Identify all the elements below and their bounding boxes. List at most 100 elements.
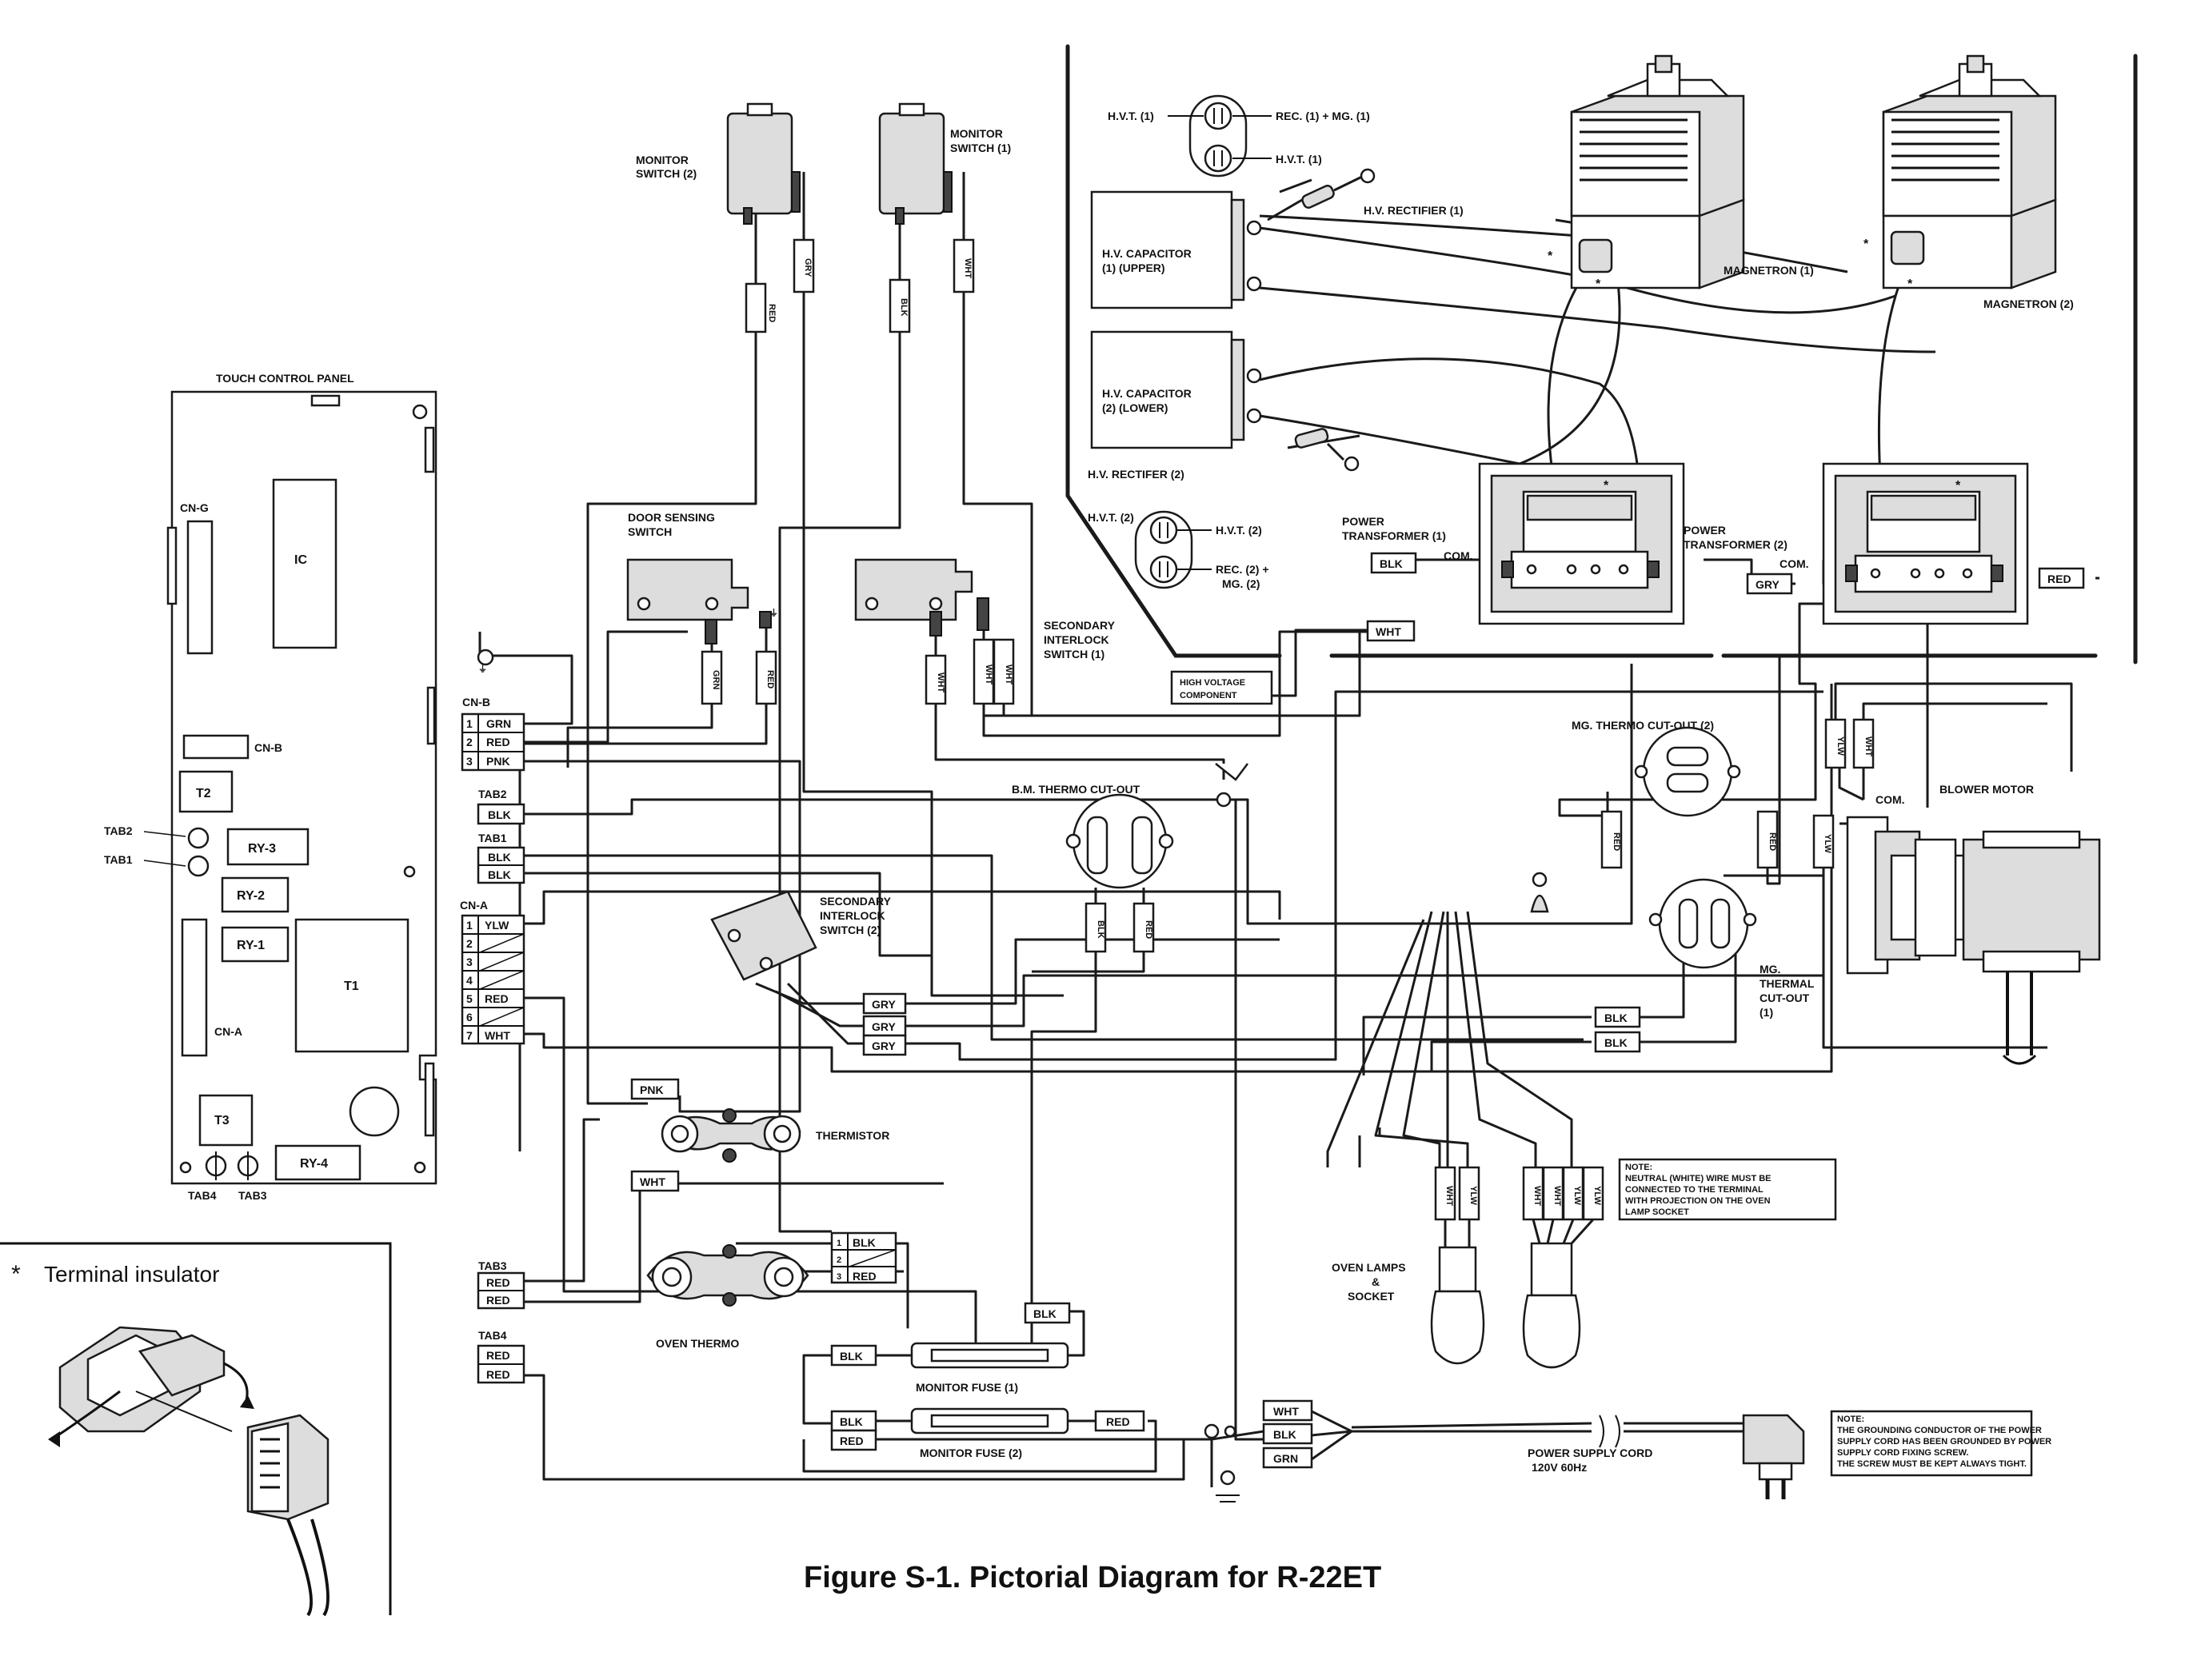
tag-red-ms2: RED — [767, 304, 777, 322]
bm-thermo-cutout: B.M. THERMO CUT-OUT — [1012, 763, 1248, 889]
note-lamp: NOTE: NEUTRAL (WHITE) WIRE MUST BE CONNE… — [1618, 1158, 1837, 1221]
t3-part — [198, 1094, 254, 1147]
ry4-label: RY-4 — [300, 1157, 328, 1171]
thermistor: THERMISTOR — [661, 1108, 889, 1163]
monitor-fuse-2: MONITOR FUSE (2) — [910, 1407, 1069, 1459]
power-transformer-1: POWER TRANSFORMER (1) COM. * — [1342, 462, 1685, 625]
ry3-label: RY-3 — [248, 842, 276, 856]
tab3-block: TAB3 RED RED — [477, 1259, 525, 1310]
oven-lamps-label-2: & — [1372, 1275, 1380, 1288]
monitor-switch-2-label-1: MONITOR — [636, 154, 689, 166]
tag-wht-si1: WHT — [936, 672, 945, 692]
note-ground-3: SUPPLY CORD HAS BEEN GROUNDED BY POWER — [1837, 1437, 2051, 1447]
tag-blk-fuse1: BLK — [840, 1350, 863, 1363]
tag-gry3: GRY — [872, 1040, 896, 1052]
tag-wht-cord: WHT — [1273, 1405, 1299, 1418]
ic-label: IC — [294, 553, 307, 567]
pt1-asterisk: * — [1604, 479, 1609, 493]
si2-label-1: SECONDARY — [820, 895, 892, 908]
tab4-wire-2: RED — [486, 1368, 510, 1381]
ot-wire-1: BLK — [853, 1236, 876, 1249]
door-sensing-label-2: SWITCH — [628, 525, 672, 538]
ry4-part — [274, 1144, 362, 1181]
tag-wht-therm: WHT — [640, 1175, 665, 1188]
secondary-interlock-switch-1: SECONDARY INTERLOCK SWITCH (1) — [854, 558, 1116, 660]
tag-lamp1a: WHT — [1444, 1186, 1454, 1206]
tag-blk-mg1a: BLK — [1604, 1012, 1628, 1024]
tab3-wire-2: RED — [486, 1294, 510, 1307]
wire-connector — [1530, 872, 1549, 913]
tab1-wire-1: BLK — [488, 851, 511, 864]
si2-label-3: SWITCH (2) — [820, 924, 881, 936]
blower-com-label: COM. — [1875, 793, 1905, 806]
tab3-label: TAB3 — [238, 1189, 267, 1202]
t1-part — [294, 918, 409, 1053]
hv-component-label-2: COMPONENT — [1180, 691, 1237, 700]
power-cord-label-1: POWER SUPPLY CORD — [1528, 1447, 1652, 1459]
cn-a-block: CN-A 1 YLW 2 3 4 5 RED 6 7 WHT — [460, 899, 525, 1045]
tag-wht-si1b: WHT — [984, 664, 993, 684]
tag-blk-pt1: BLK — [1380, 557, 1403, 570]
mg-thermal-1-label-2: THERMAL — [1760, 977, 1815, 990]
door-sensing-switch: DOOR SENSING SWITCH ⏚ — [626, 511, 778, 644]
power-supply-cord: POWER SUPPLY CORD 120V 60Hz — [1528, 1414, 1805, 1499]
tag-lamp2a: WHT — [1532, 1186, 1542, 1206]
tag-ylw-bl1: YLW — [1835, 736, 1845, 756]
magnetron-1: * * MAGNETRON (1) — [1548, 54, 1814, 291]
tag-wht-si1c: WHT — [1004, 664, 1013, 684]
oven-thermo-label: OVEN THERMO — [656, 1337, 739, 1350]
figure-title: Figure S-1. Pictorial Diagram for R-22ET — [804, 1561, 1381, 1594]
ot-wire-3: RED — [853, 1270, 877, 1283]
cn-b-pin-3: 3 — [466, 755, 473, 768]
si1-label-3: SWITCH (1) — [1044, 648, 1104, 660]
cn-a-pin-2: 2 — [466, 937, 473, 950]
blower-motor: BLOWER MOTOR COM. — [1846, 783, 2101, 1065]
ry3-part — [226, 828, 310, 866]
tab1-terminal — [187, 855, 210, 877]
hvt1b-label: H.V.T. (1) — [1276, 153, 1322, 166]
tab1-label: TAB1 — [104, 853, 133, 866]
tag-red-fuse2b: RED — [1106, 1415, 1130, 1428]
monitor-fuse-1: MONITOR FUSE (1) — [910, 1342, 1069, 1394]
mg-thermal-1-label-4: (1) — [1760, 1006, 1773, 1019]
cn-g-connector — [186, 520, 214, 655]
terminal-insulator-label: Terminal insulator — [44, 1262, 219, 1287]
pt1-com-label: COM. — [1444, 549, 1473, 562]
tab1-block: TAB1 BLK BLK — [477, 832, 525, 884]
hv-component-label-1: HIGH VOLTAGE — [1180, 678, 1245, 688]
hv-rectifier-2-label: H.V. RECTIFER (2) — [1088, 468, 1184, 481]
mount-hole — [412, 404, 428, 420]
power-transformer-2: POWER TRANSFORMER (2) COM. * — [1684, 462, 2029, 625]
svg-text:⏚: ⏚ — [769, 608, 778, 618]
blower-motor-label: BLOWER MOTOR — [1939, 783, 2034, 796]
tag-lamp1b: YLW — [1468, 1186, 1478, 1205]
tab4-wire-1: RED — [486, 1349, 510, 1362]
tag-ylw-bl2: YLW — [1823, 834, 1832, 853]
cn-a-pin-5: 5 — [466, 992, 473, 1005]
pt1-label-1: POWER — [1342, 515, 1384, 528]
tag-gry-ms2: GRY — [803, 258, 813, 277]
magnetron-1-asterisk-1: * — [1548, 249, 1553, 263]
ry2-label: RY-2 — [237, 889, 265, 903]
tag-blk-ms1: BLK — [899, 298, 909, 317]
note-lamp-1: NOTE: — [1625, 1163, 1652, 1172]
hv-capacitor-1: H.V. CAPACITOR (1) (UPPER) — [1090, 190, 1262, 309]
hv-capacitor-1-label-2: (1) (UPPER) — [1102, 261, 1165, 274]
tab4-label: TAB4 — [188, 1189, 217, 1202]
tag-blk-mg1b: BLK — [1604, 1036, 1628, 1049]
tag-blk-bm: BLK — [1096, 920, 1105, 939]
oven-lamps-label-3: SOCKET — [1348, 1290, 1395, 1303]
cn-g-label: CN-G — [180, 501, 209, 514]
tag-gry2: GRY — [872, 1020, 896, 1033]
mg-thermal-1-label-3: CUT-OUT — [1760, 992, 1810, 1004]
tag-grn-cord: GRN — [1273, 1452, 1298, 1465]
tag-red-mg2b: RED — [1768, 832, 1777, 851]
terminal-insulator-inset: * Terminal insulator — [0, 1242, 392, 1617]
tag-wht-ms1: WHT — [963, 258, 973, 278]
t2-label: T2 — [196, 787, 211, 800]
svg-text:⏚: ⏚ — [478, 664, 487, 674]
pt2-label-2: TRANSFORMER (2) — [1684, 538, 1788, 551]
tag-lamp2c: YLW — [1572, 1186, 1582, 1205]
tag-pnk-therm: PNK — [640, 1083, 664, 1096]
ground-symbol — [1204, 1423, 1240, 1502]
